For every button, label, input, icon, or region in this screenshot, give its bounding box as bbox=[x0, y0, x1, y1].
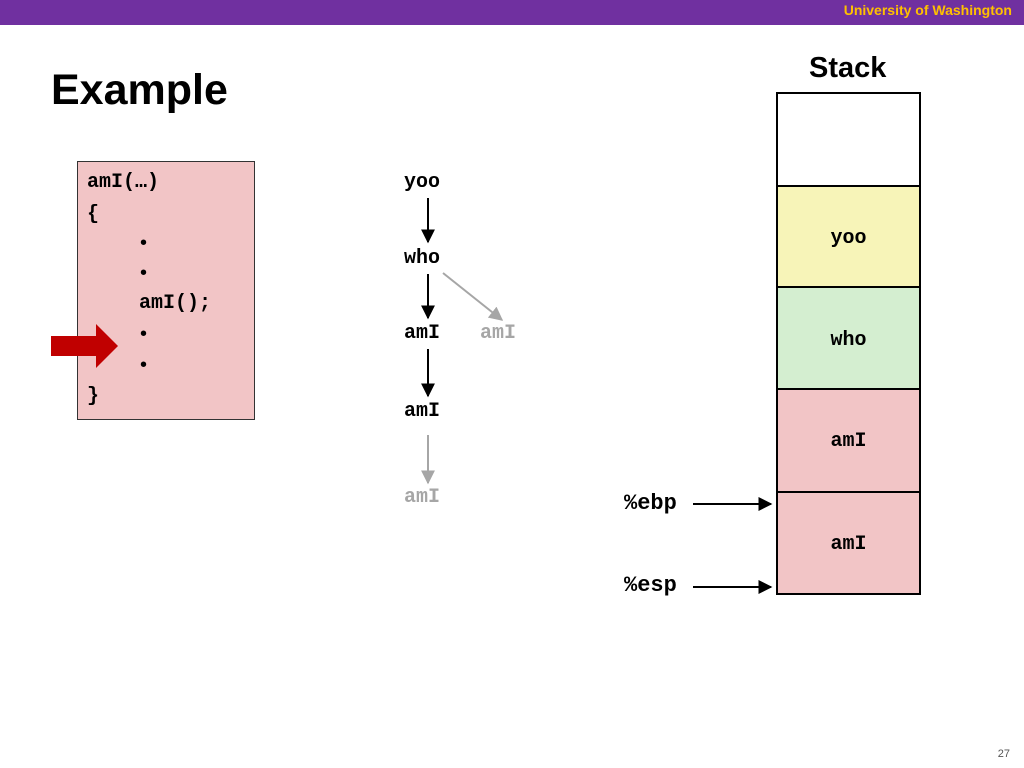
code-bullet: • bbox=[140, 354, 148, 376]
tree-node-yoo: yoo bbox=[404, 171, 441, 194]
stack-title: Stack bbox=[809, 52, 887, 84]
stack-frame-ami-1: amI bbox=[776, 388, 921, 493]
stack-frame-yoo: yoo bbox=[776, 185, 921, 288]
header-bar: University of Washington bbox=[0, 0, 1024, 25]
stack-frame-who: who bbox=[776, 286, 921, 390]
tree-node-ami-3: amI bbox=[404, 486, 441, 509]
call-arrow-who-ami-side bbox=[442, 272, 504, 321]
stack-frame-label: amI bbox=[830, 533, 867, 556]
university-name: University of Washington bbox=[843, 2, 1012, 18]
slide-title: Example bbox=[51, 66, 228, 114]
stack-frame-label: who bbox=[830, 329, 867, 352]
code-bullet: • bbox=[140, 262, 148, 284]
code-bullet: • bbox=[140, 323, 148, 345]
esp-label: %esp bbox=[624, 573, 677, 598]
stack-frame-top bbox=[776, 92, 921, 187]
code-box bbox=[77, 161, 255, 420]
stack-frame-ami-2: amI bbox=[776, 491, 921, 595]
current-line-arrow-icon bbox=[51, 324, 118, 368]
page-number: 27 bbox=[997, 748, 1010, 760]
code-line-open-brace: { bbox=[87, 203, 100, 226]
ebp-label: %ebp bbox=[624, 491, 677, 516]
stack-frame-label: amI bbox=[830, 430, 867, 453]
code-line-close-brace: } bbox=[87, 385, 100, 408]
code-line-call: amI(); bbox=[139, 292, 212, 315]
code-bullet: • bbox=[140, 232, 148, 254]
tree-node-ami-side: amI bbox=[480, 322, 517, 345]
tree-node-ami-2: amI bbox=[404, 400, 441, 423]
tree-node-ami-1: amI bbox=[404, 322, 441, 345]
code-line-signature: amI(…) bbox=[87, 171, 160, 194]
tree-node-who: who bbox=[404, 247, 441, 270]
stack-frame-label: yoo bbox=[830, 227, 867, 250]
